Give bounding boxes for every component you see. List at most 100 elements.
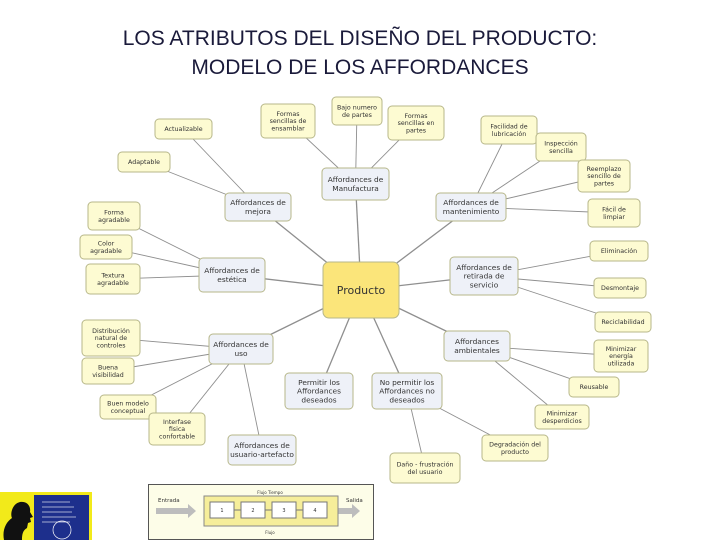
node-label: sencillo de (587, 173, 621, 180)
node-label: retirada de (464, 272, 505, 281)
node-label: sencilla (549, 148, 573, 155)
node-label: Reusable (580, 384, 609, 391)
node-label: Affordances de (204, 266, 260, 275)
node-eliminacion: Eliminación (589, 240, 649, 262)
node-label: Adaptable (128, 159, 160, 166)
node-label: desperdicios (542, 418, 582, 425)
node-label: Distribución (92, 327, 130, 335)
node-label: sencillas en (398, 120, 435, 127)
node-label: Fácil de (602, 205, 626, 213)
node-label: Manufactura (332, 184, 379, 193)
node-label: Desmontaje (601, 285, 639, 292)
node-label: Affordances de (213, 340, 269, 349)
node-label: visibilidad (92, 372, 124, 379)
node-label: utilizada (608, 361, 635, 368)
node-label: Affordances de (230, 198, 286, 207)
node-label: Affordances de (456, 263, 512, 272)
node-label: usuario-artefacto (230, 450, 294, 459)
node-label: Formas (404, 113, 427, 120)
slide-title: LOS ATRIBUTOS DEL DISEÑO DEL PRODUCTO: M… (0, 24, 720, 82)
node-label: del usuario (408, 469, 443, 476)
node-label: Affordances de (443, 198, 499, 207)
node-label: energía (609, 352, 633, 360)
node-label: Reciclabilidad (601, 319, 644, 326)
node-label: natural de (95, 335, 128, 342)
node-label: servicio (470, 280, 499, 289)
node-label: Bajo numero (337, 104, 377, 111)
node-label: Actualizable (164, 126, 202, 133)
node-label: Inspección (544, 139, 578, 147)
globe-icon (52, 520, 72, 540)
node-label: sencillas de (270, 118, 307, 125)
flow-output-label: Salida (346, 498, 363, 504)
node-label: Facilidad de (490, 123, 527, 130)
node-label: partes (594, 181, 614, 188)
edge-uso-artefacto (240, 348, 263, 451)
node-label: Minimizar (606, 346, 637, 353)
node-label: partes (406, 128, 426, 135)
node-actualizable: Actualizable (154, 118, 213, 140)
flow-footer-label: Flujo (265, 530, 275, 535)
title-line-2: MODELO DE LOS AFFORDANCES (191, 56, 529, 79)
flow-step-label: 2 (251, 508, 254, 514)
node-label: conceptual (111, 408, 146, 415)
node-label: confortable (159, 434, 195, 441)
node-label: fisica (169, 426, 185, 433)
node-label: de partes (342, 112, 372, 119)
node-label: Affordances de (234, 441, 290, 450)
node-label: Buen modelo (107, 400, 149, 407)
node-label: Daño - frustración (397, 460, 454, 468)
node-label: Interfase (163, 419, 191, 426)
node-label: Producto (337, 284, 386, 297)
node-label: deseados (301, 395, 336, 404)
institution-logo (0, 492, 92, 540)
node-label: Eliminación (601, 247, 637, 255)
flow-step-box (302, 501, 328, 519)
node-label: Textura (100, 272, 124, 279)
node-label: mantenimiento (443, 207, 500, 216)
node-label: controles (97, 343, 126, 350)
node-label: Reemplazo (587, 166, 622, 173)
flow-step-label: 1 (220, 508, 223, 514)
node-label: uso (234, 349, 248, 358)
node-label: ensamblar (271, 126, 305, 133)
node-label: agradable (90, 248, 122, 255)
node-label: Color (98, 240, 115, 247)
flow-step-label: 4 (313, 508, 316, 514)
node-label: No permitir los (380, 378, 435, 387)
node-label: Minimizar (547, 410, 578, 417)
node-label: limpiar (603, 214, 625, 221)
node-label: agradable (97, 280, 129, 287)
node-reciclabilidad: Reciclabilidad (594, 311, 652, 333)
flow-input-label: Entrada (158, 498, 180, 504)
node-label: agradable (98, 217, 130, 224)
node-label: Forma (104, 209, 124, 216)
node-label: Affordances (297, 387, 341, 396)
node-producto: Producto (322, 261, 400, 319)
